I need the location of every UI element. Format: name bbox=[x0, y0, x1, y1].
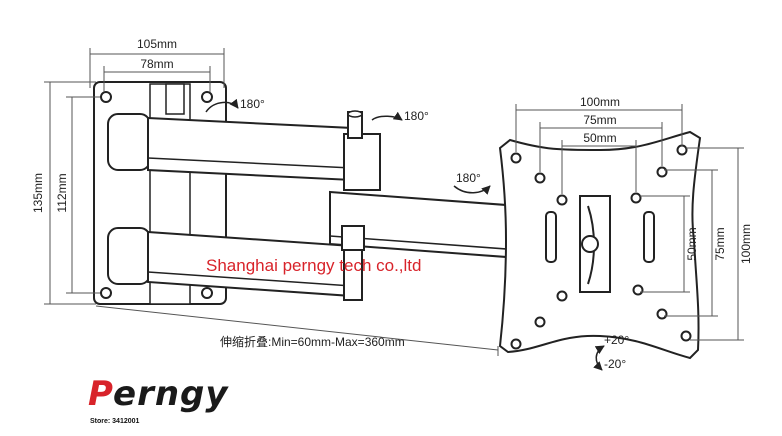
plate-height-outer-label: 135mm bbox=[31, 173, 45, 213]
vesa-v-75-label: 75mm bbox=[713, 227, 727, 260]
screw-hole-icon bbox=[100, 287, 112, 299]
plate-height-inner-label: 112mm bbox=[55, 173, 69, 212]
plate-width-dimensions bbox=[89, 48, 225, 92]
extension-note: 伸缩折叠:Min=60mm-Max=360mm bbox=[220, 334, 405, 349]
brand-logo-rest: erngy bbox=[113, 374, 229, 414]
brand-logo: Perngy bbox=[88, 374, 229, 414]
tilt-up-label: +20° bbox=[604, 333, 629, 347]
rotate-arrow-icon bbox=[371, 111, 403, 121]
vesa-h-50-label: 50mm bbox=[583, 131, 616, 145]
vesa-horizontal-dimensions bbox=[515, 104, 683, 194]
lower-hinge bbox=[107, 227, 151, 285]
plate-width-inner-label: 78mm bbox=[140, 57, 173, 71]
brand-logo-first-letter: P bbox=[88, 374, 114, 414]
head-arm bbox=[329, 190, 521, 260]
vesa-plate bbox=[498, 130, 702, 360]
vesa-v-100-label: 100mm bbox=[739, 224, 753, 264]
plate-width-outer-label: 105mm bbox=[137, 37, 177, 51]
watermark-text: Shanghai perngy tech co.,ltd bbox=[206, 256, 422, 275]
vesa-vertical-dimensions bbox=[640, 147, 744, 341]
vesa-h-75-label: 75mm bbox=[583, 113, 616, 127]
screw-hole-icon bbox=[201, 287, 213, 299]
plate-height-dimensions bbox=[44, 81, 100, 305]
vesa-v-50-label: 50mm bbox=[685, 227, 699, 260]
rotate-arrow-icon bbox=[205, 98, 239, 113]
upper-arm bbox=[147, 110, 381, 191]
screw-hole-icon bbox=[201, 91, 213, 103]
extension-dimension bbox=[95, 305, 499, 356]
middle-joint-rotation-label: 180° bbox=[404, 109, 429, 123]
vesa-h-100-label: 100mm bbox=[580, 95, 620, 109]
upper-hinge bbox=[107, 113, 151, 171]
tilt-down-label: -20° bbox=[604, 357, 626, 371]
wall-joint-rotation-label: 180° bbox=[240, 97, 265, 111]
screw-hole-icon bbox=[100, 91, 112, 103]
tilt-knob-icon bbox=[581, 235, 599, 253]
store-id: Store: 3412001 bbox=[90, 418, 140, 425]
rotate-arrow-icon bbox=[453, 185, 491, 195]
lower-arm bbox=[147, 230, 363, 301]
tilt-arrow-icon bbox=[593, 345, 605, 371]
head-joint-rotation-label: 180° bbox=[456, 171, 481, 185]
